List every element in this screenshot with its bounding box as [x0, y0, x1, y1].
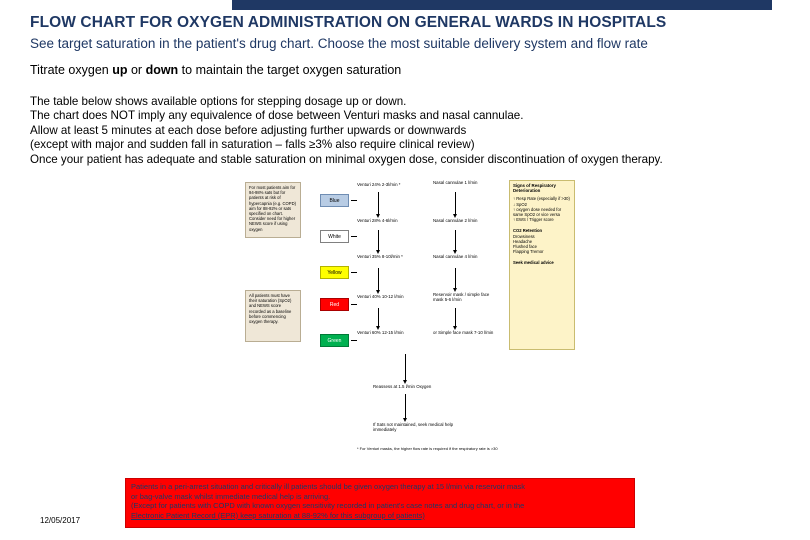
- arrow-head-nasal-1: [452, 214, 457, 218]
- arrow-head-reassess: [402, 380, 407, 384]
- co2-item-2: Headache: [513, 238, 533, 244]
- arrow-nasal-3: [455, 268, 456, 290]
- venturi-footnote: * For Venturi masks, the higher flow rat…: [357, 446, 498, 451]
- reservoir-mask: Reservoir mask / simple face mask 5-6 l/…: [433, 292, 490, 303]
- step-pill-green: Green: [320, 334, 349, 347]
- arrow-venturi-2: [378, 230, 379, 252]
- venturi-28: Venturi 28% 4-6l/min: [357, 218, 398, 223]
- venturi-40: Venturi 40% 10-12 l/min: [357, 294, 404, 299]
- body-line-1: The table below shows available options …: [30, 95, 407, 108]
- arrow-venturi-1: [378, 192, 379, 216]
- arrow-pill-red-link: [351, 304, 357, 305]
- simple-face-mask: or Simple face mask 7-10 l/min: [433, 330, 494, 335]
- co2-item-3: Flushed face: [513, 244, 537, 250]
- deterioration-title: Signs of Respiratory Deterioration: [513, 183, 556, 194]
- baseline-record-note: All patients must have their saturation …: [245, 290, 301, 342]
- step-pill-red: Red: [320, 298, 349, 311]
- date-stamp: 12/05/2017: [40, 516, 81, 525]
- arrow-pill-white-link: [351, 236, 357, 237]
- titrate-pre: Titrate oxygen: [30, 63, 113, 77]
- warning-line-4: Electronic Patient Record (EPR) keep sat…: [131, 510, 425, 520]
- body-line-4: (except with major and sudden fall in sa…: [30, 138, 475, 152]
- deterioration-item-4: ↑ EWS / Trigger score: [513, 217, 554, 223]
- page-title: FLOW CHART FOR OXYGEN ADMINISTRATION ON …: [30, 14, 667, 31]
- deterioration-panel: Signs of Respiratory Deterioration ↑ Res…: [509, 180, 575, 350]
- arrow-nasal-4: [455, 308, 456, 328]
- top-accent-bar: [232, 0, 772, 10]
- titrate-post: to maintain the target oxygen saturation: [178, 63, 402, 77]
- body-paragraph: The table below shows available options …: [30, 95, 800, 167]
- arrow-head-nasal-2: [452, 250, 457, 254]
- baseline-target-note: For most patients aim for 94-98% sats bu…: [245, 182, 301, 238]
- body-line-3: Allow at least 5 minutes at each dose be…: [30, 123, 467, 137]
- arrow-head-nasal-4: [452, 326, 457, 330]
- titrate-mid: or: [127, 63, 146, 77]
- co2-item-4: Flapping Tremor: [513, 249, 544, 255]
- deterioration-item-3: ↑ oxygen dose needed for same SpO2 or vi…: [513, 206, 562, 218]
- venturi-24: Venturi 24% 2-3l/min *: [357, 182, 401, 187]
- seek-advice-label: Seek medical advice: [513, 260, 554, 266]
- arrow-pill-yellow-link: [351, 272, 357, 273]
- oxygen-flow-chart: For most patients aim for 94-98% sats bu…: [245, 172, 575, 462]
- titrate-up: up: [112, 63, 128, 77]
- arrow-head-ifsats: [402, 418, 407, 422]
- arrow-ifsats: [405, 394, 406, 420]
- arrow-nasal-1: [455, 192, 456, 216]
- arrow-venturi-4: [378, 308, 379, 328]
- warning-line-1: Patients in a peri-arrest situation and …: [131, 482, 525, 491]
- nasal-4: Nasal cannulae 4 l/min: [433, 254, 478, 259]
- step-pill-white: White: [320, 230, 349, 243]
- arrow-head-venturi-2: [375, 250, 380, 254]
- deterioration-item-1: ↑ Resp Rate (especially if >30): [513, 196, 570, 202]
- critical-warning-box: Patients in a peri-arrest situation and …: [125, 478, 635, 528]
- ifsats-label: If Sats not maintained, seek medical hel…: [373, 422, 454, 433]
- venturi-35: Venturi 35% 8-10l/min *: [357, 254, 403, 259]
- deterioration-item-2: ↓ SpO2: [513, 201, 527, 207]
- nasal-2: Nasal cannulae 2 l/min: [433, 218, 478, 223]
- body-line-2: The chart does NOT imply any equivalence…: [30, 109, 524, 123]
- arrow-pill-green-link: [351, 340, 357, 341]
- arrow-reassess: [405, 354, 406, 382]
- step-pill-yellow: Yellow: [320, 266, 349, 279]
- arrow-pill-blue-link: [351, 200, 357, 201]
- co2-item-1: Drowsiness: [513, 233, 535, 239]
- body-line-5: Once your patient has adequate and stabl…: [30, 152, 663, 166]
- titrate-down: down: [145, 63, 179, 77]
- arrow-head-venturi-4: [375, 326, 380, 330]
- reassess-label: Reassess at 1.5 l/min Oxygen: [373, 384, 432, 389]
- nasal-1: Nasal cannulae 1 l/min: [433, 180, 478, 185]
- titrate-instruction: Titrate oxygen up or down to maintain th…: [30, 63, 790, 77]
- warning-line-3: (Except for patients with COPD with know…: [131, 501, 525, 511]
- page-subtitle: See target saturation in the patient's d…: [30, 36, 648, 51]
- co2-title: CO2 Retention: [513, 228, 543, 234]
- arrow-head-venturi-1: [375, 214, 380, 218]
- venturi-60: Venturi 60% 12-15 l/min: [357, 330, 404, 335]
- arrow-head-nasal-3: [452, 288, 457, 292]
- arrow-venturi-3: [378, 268, 379, 292]
- arrow-head-venturi-3: [375, 290, 380, 294]
- step-pill-blue: Blue: [320, 194, 349, 207]
- warning-line-2: or bag-valve mask whilst immediate medic…: [131, 491, 331, 501]
- arrow-nasal-2: [455, 230, 456, 252]
